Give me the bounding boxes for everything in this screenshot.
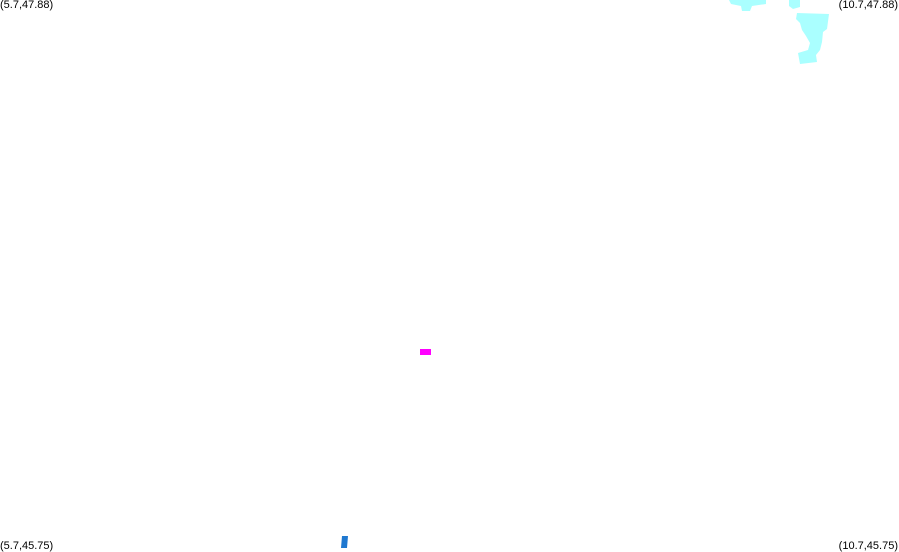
corner-label-top-left: (5.7,47.88) [0,0,54,11]
corner-label-bottom-right: (10.7,45.75) [838,540,898,552]
cyan-region-patch-b [789,0,800,9]
cyan-region-patch-c [796,13,829,64]
corner-label-bottom-left: (5.7,45.75) [0,540,54,552]
magenta-marker [420,349,431,355]
cyan-region [729,0,829,64]
corner-label-top-right: (10.7,47.88) [838,0,898,11]
cyan-region-patch-a [729,0,766,11]
blue-marker [341,536,348,548]
